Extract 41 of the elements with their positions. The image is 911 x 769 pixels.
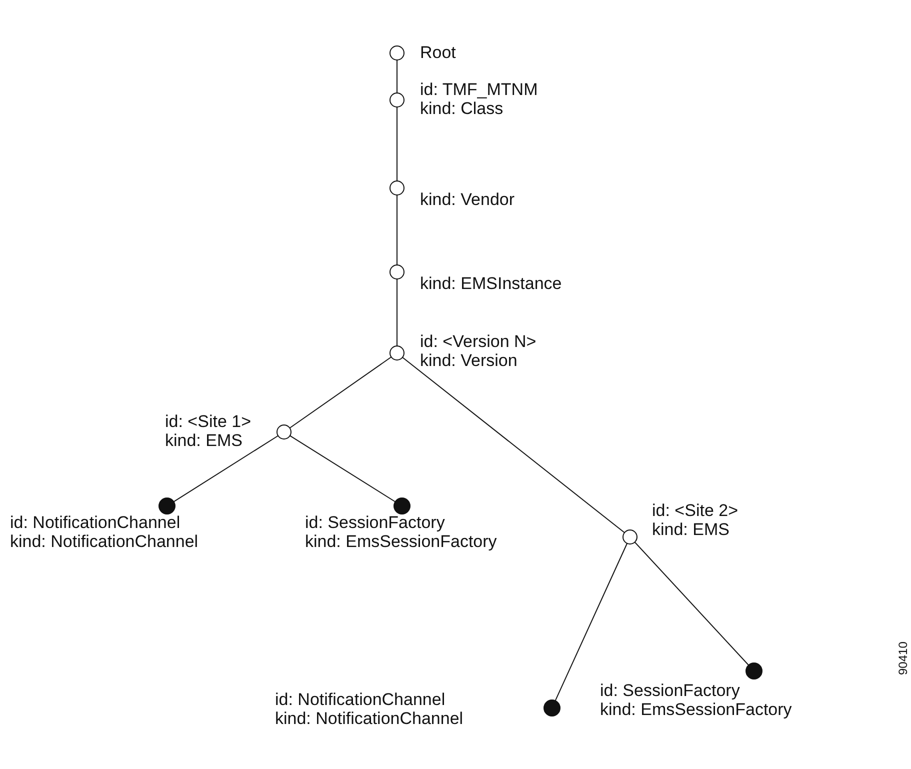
node-label: kind: Class	[420, 99, 504, 118]
figure-number: 90410	[896, 642, 910, 675]
node-label: id: TMF_MTNM	[420, 80, 538, 99]
node-label: id: NotificationChannel	[10, 513, 182, 532]
node-label: kind: NotificationChannel	[10, 532, 198, 551]
tree-branch-line	[289, 435, 396, 502]
node-label: kind: EMS	[652, 520, 730, 539]
node-label: id: <Site 2>	[652, 501, 738, 520]
tree-branch-line	[173, 435, 279, 502]
tree-branch-line	[396, 278, 398, 346]
leaf-node-dot	[543, 699, 561, 717]
node-label: Root	[420, 43, 456, 62]
leaf-node-dot	[158, 497, 176, 515]
node-label: kind: EMS	[165, 431, 244, 450]
tree-node-circle	[389, 180, 405, 196]
tree-node-circle	[622, 529, 638, 545]
tree-branch-line	[396, 106, 398, 182]
node-label: id: <Version N>	[420, 332, 536, 351]
node-label: id: SessionFactory	[305, 513, 446, 532]
node-label: kind: EmsSessionFactory	[305, 532, 497, 551]
tree-node-circle	[389, 92, 405, 108]
tree-branch-line	[402, 356, 625, 534]
tree-branch-line	[634, 542, 750, 666]
node-label: kind: Vendor	[420, 190, 515, 209]
tree-node-circle	[276, 424, 292, 440]
node-label: kind: Version	[420, 351, 518, 370]
tree-branch-line	[554, 542, 628, 702]
tree-branch-line	[289, 356, 392, 428]
node-label: kind: EmsSessionFactory	[600, 700, 792, 719]
node-label: kind: EMSInstance	[420, 274, 562, 293]
tree-branch-line	[396, 194, 398, 266]
node-label: id: SessionFactory	[600, 681, 741, 700]
leaf-node-dot	[393, 497, 411, 515]
node-label: kind: NotificationChannel	[275, 709, 464, 728]
node-label: id: NotificationChannel	[275, 690, 446, 709]
tree-node-circle	[389, 45, 405, 61]
tree-node-circle	[389, 345, 405, 361]
tree-node-circle	[389, 264, 405, 280]
node-label: id: <Site 1>	[165, 412, 252, 431]
tree-branch-line	[396, 60, 398, 94]
leaf-node-dot	[745, 662, 763, 680]
